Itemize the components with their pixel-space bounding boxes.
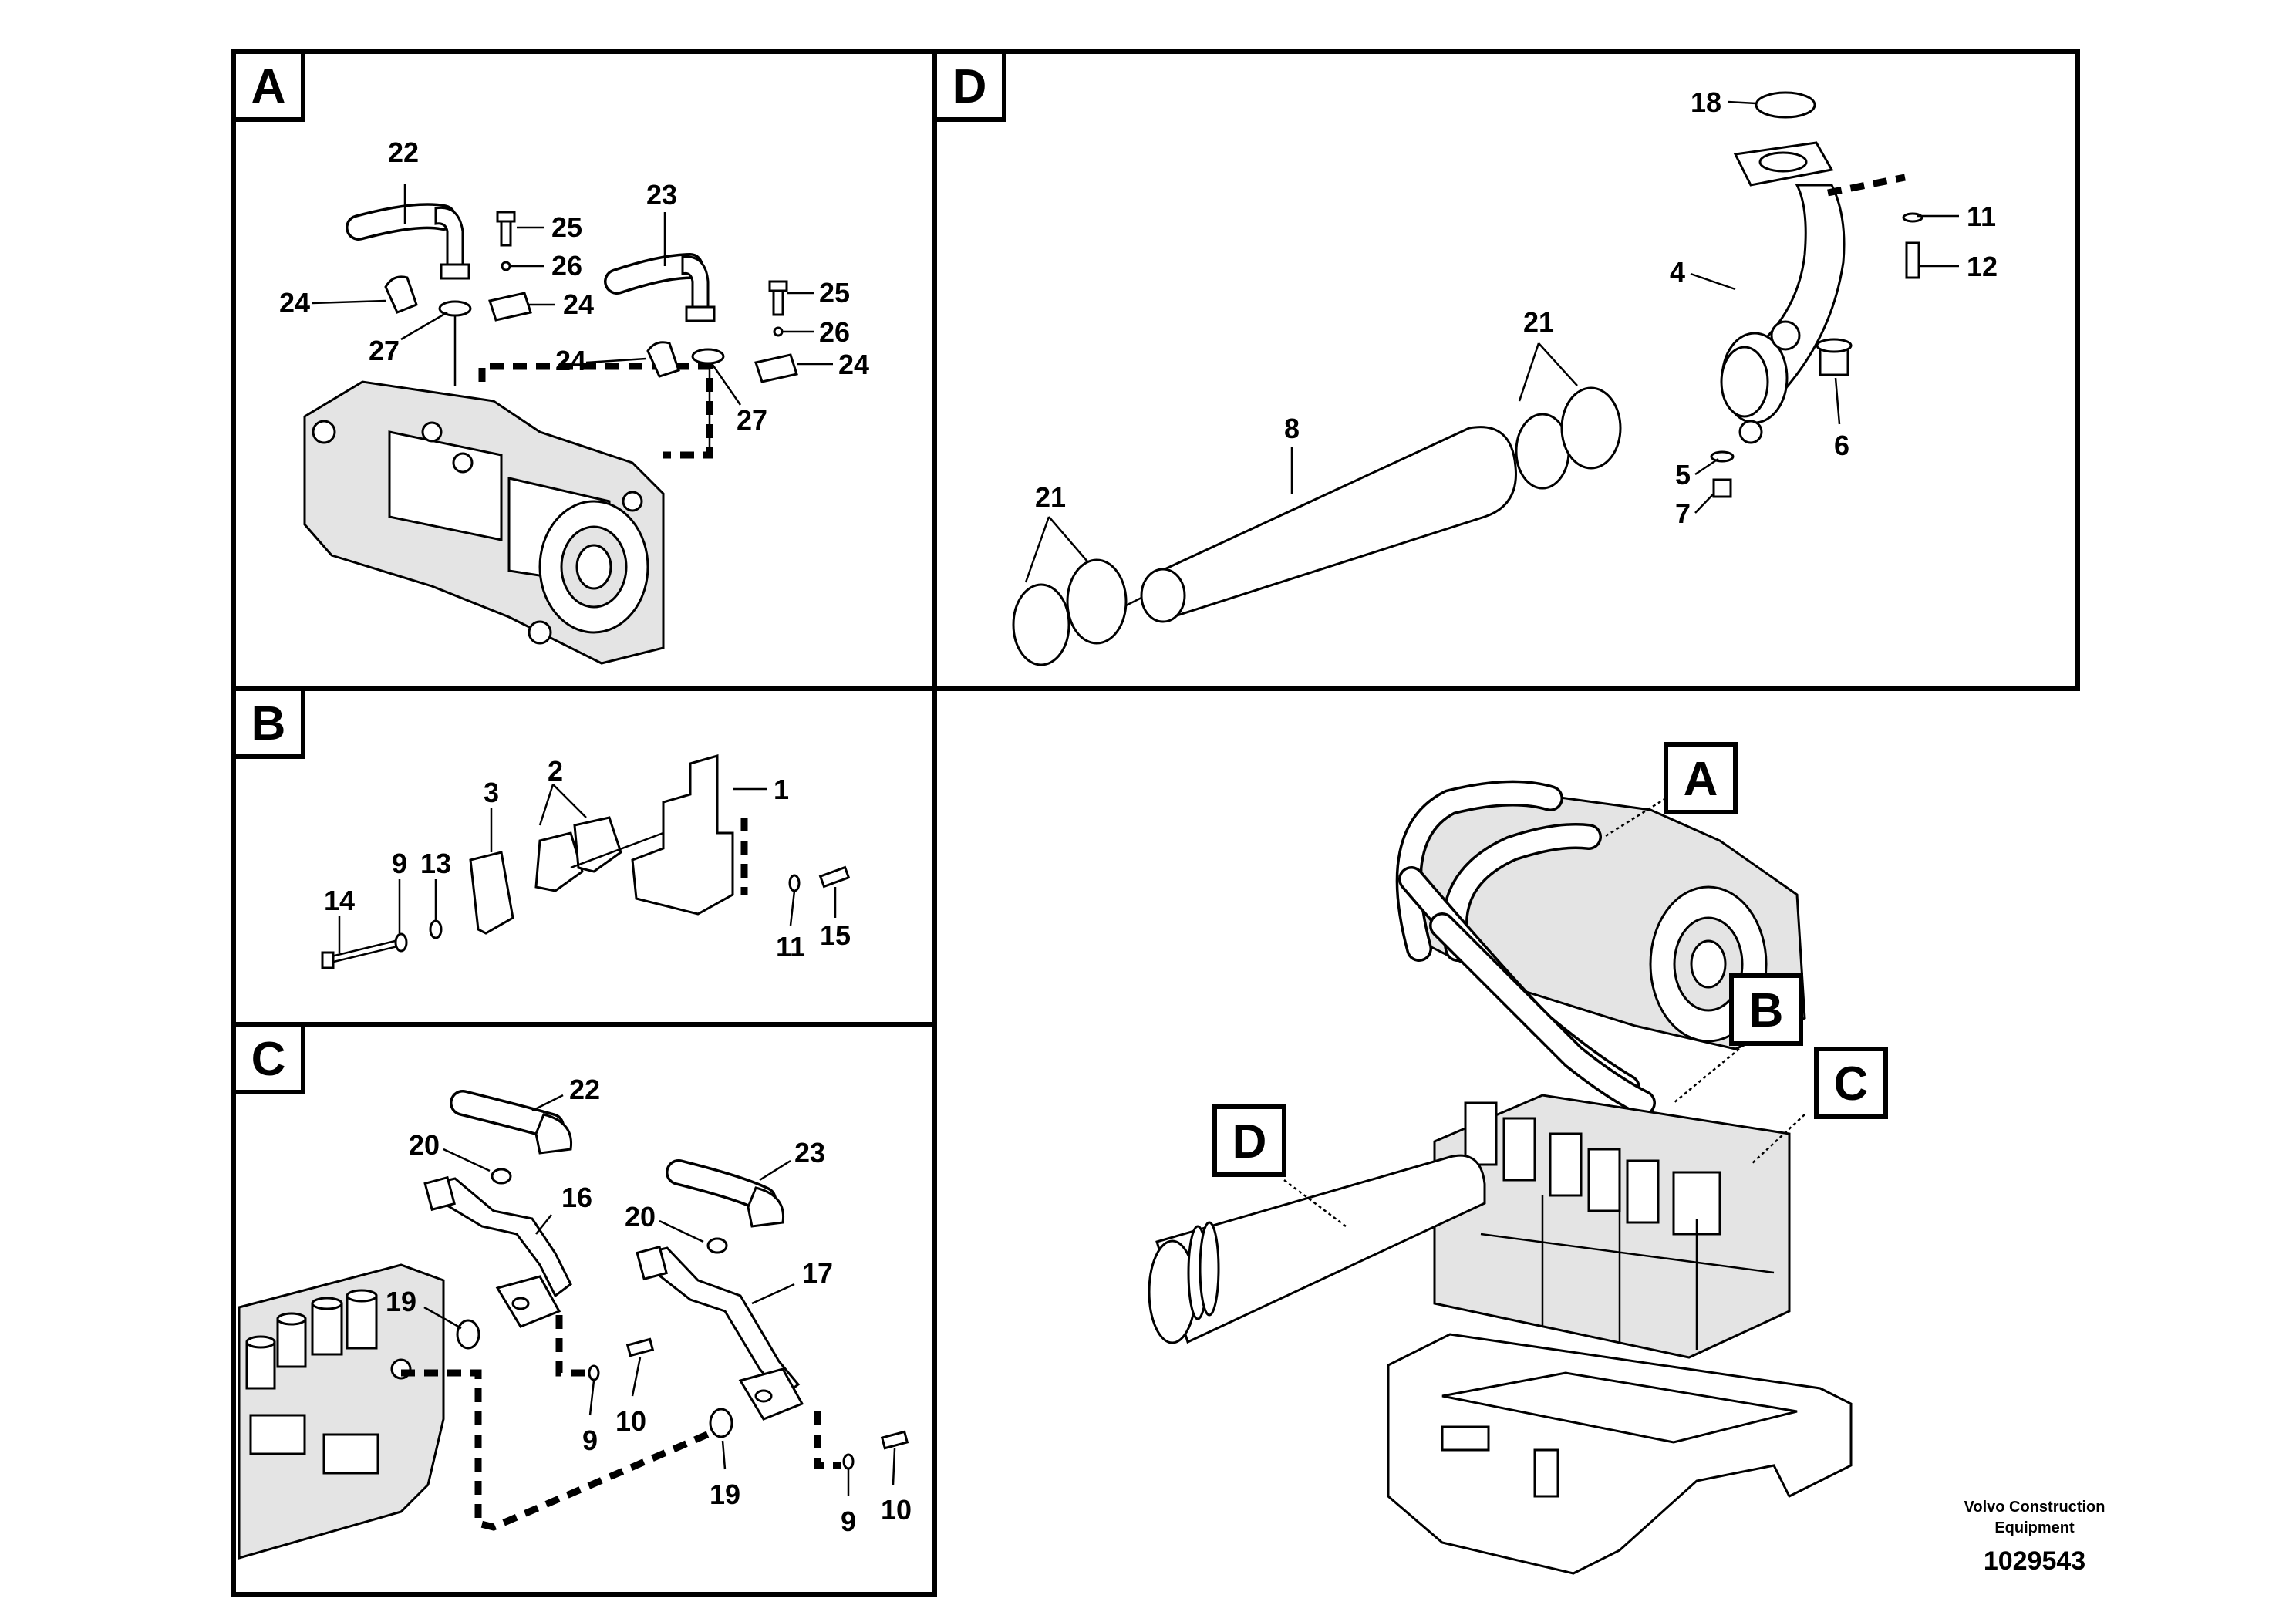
overview-assembly xyxy=(1148,780,1853,1575)
drawing-number: 1029543 xyxy=(1984,1546,2085,1576)
callout: 7 xyxy=(1675,497,1691,529)
panel-a-badge: A xyxy=(231,49,305,122)
svg-text:A: A xyxy=(1684,753,1718,806)
overview-pointers xyxy=(1283,797,1805,1227)
callout: 9 xyxy=(582,1425,598,1456)
overview-badge-a: A xyxy=(1664,742,1738,814)
callout: 19 xyxy=(710,1479,740,1510)
callout: 10 xyxy=(615,1405,646,1437)
callout: 27 xyxy=(737,404,767,436)
callout: 26 xyxy=(819,316,850,348)
callout: 1 xyxy=(774,774,789,805)
company-name-line2: Equipment xyxy=(1994,1519,2075,1536)
panel-b-callouts: 1 2 3 9 11 13 14 15 xyxy=(324,755,851,963)
callout: 24 xyxy=(279,287,310,319)
callout: 25 xyxy=(551,211,582,243)
callout: 13 xyxy=(420,848,451,879)
overview-badge-d: D xyxy=(1212,1104,1286,1177)
callout: 19 xyxy=(386,1286,416,1317)
callout: 23 xyxy=(794,1137,825,1168)
callout: 14 xyxy=(324,885,355,916)
panel-c-drawing xyxy=(238,1090,909,1560)
callout: 18 xyxy=(1691,86,1721,118)
callout: 9 xyxy=(841,1506,856,1537)
panel-d-frame xyxy=(932,49,2080,691)
svg-text:C: C xyxy=(251,1033,286,1086)
callout: 17 xyxy=(802,1257,833,1289)
callout: 11 xyxy=(776,931,805,963)
callout: 9 xyxy=(392,848,407,879)
callout: 20 xyxy=(409,1129,440,1161)
svg-text:B: B xyxy=(251,697,286,750)
overview-badge-c: C xyxy=(1814,1047,1888,1119)
callout: 5 xyxy=(1675,459,1691,491)
svg-text:B: B xyxy=(1749,984,1784,1037)
panel-c-frame xyxy=(231,1022,937,1597)
footer: Volvo Construction Equipment 1029543 xyxy=(1964,1499,2106,1576)
panel-a-drawing xyxy=(303,184,833,665)
callout: 22 xyxy=(569,1074,600,1105)
panel-d-callouts: 4 5 6 7 8 11 12 18 21 21 xyxy=(1035,86,1998,529)
callout: 6 xyxy=(1834,430,1849,461)
callout: 4 xyxy=(1670,256,1685,288)
panel-b-badge: B xyxy=(231,686,305,759)
callout: 24 xyxy=(838,349,869,380)
callout: 15 xyxy=(820,919,851,951)
callout: 10 xyxy=(881,1494,912,1526)
panel-c-callouts: 16 17 19 19 20 20 22 23 9 9 10 10 xyxy=(386,1074,912,1537)
callout: 16 xyxy=(561,1182,592,1213)
panel-b-drawing xyxy=(321,754,851,969)
callout: 23 xyxy=(646,179,677,211)
callout: 20 xyxy=(625,1201,656,1233)
panel-c-badge: C xyxy=(231,1022,305,1094)
callout: 24 xyxy=(563,288,594,320)
svg-text:D: D xyxy=(952,60,987,113)
svg-text:D: D xyxy=(1232,1115,1267,1168)
callout: 21 xyxy=(1523,306,1554,338)
callout: 26 xyxy=(551,250,582,282)
callout: 11 xyxy=(1967,201,1996,232)
callout: 2 xyxy=(548,755,563,787)
company-name-line1: Volvo Construction xyxy=(1964,1499,2106,1516)
callout: 25 xyxy=(819,277,850,309)
callout: 22 xyxy=(388,137,419,168)
callout: 21 xyxy=(1035,481,1066,513)
callout: 8 xyxy=(1284,413,1300,444)
overview-badge-b: B xyxy=(1729,973,1803,1046)
svg-text:A: A xyxy=(251,60,286,113)
svg-text:C: C xyxy=(1834,1057,1869,1111)
callout: 27 xyxy=(369,335,400,366)
panel-a-callouts: 22 23 24 24 24 24 25 25 26 26 27 27 xyxy=(279,137,869,436)
callout: 12 xyxy=(1967,251,1998,282)
panel-d-badge: D xyxy=(932,49,1006,122)
panel-d-drawing xyxy=(1012,91,1959,666)
callout: 24 xyxy=(555,345,586,376)
callout: 3 xyxy=(484,777,499,808)
